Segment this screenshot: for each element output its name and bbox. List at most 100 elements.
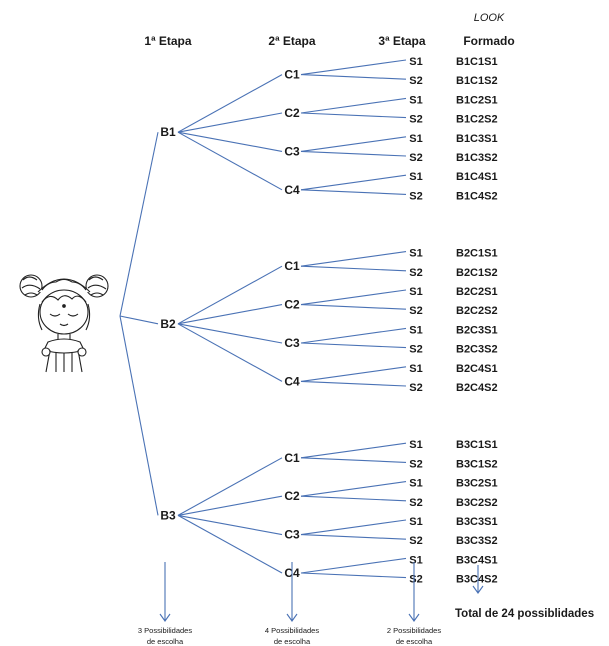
- look-header: LOOK: [474, 12, 505, 24]
- formado-header: Formado: [463, 34, 514, 48]
- girl-illustration-icon: [19, 274, 109, 373]
- tree-edges: [119, 59, 407, 579]
- edge-b3-c1: [177, 457, 283, 516]
- edge-b2-c1-s1: [300, 251, 407, 267]
- look-b1c1s1: B1C1S1: [456, 56, 498, 68]
- edge-b2-c3: [177, 323, 283, 344]
- leaf-b1-c1-s1: S1: [409, 56, 422, 68]
- stage3-down-arrow: [408, 562, 420, 622]
- edge-root-b2: [119, 315, 159, 325]
- leaf-b1-c1-s2: S2: [409, 75, 422, 87]
- node-b2: B2: [160, 317, 176, 331]
- edge-b1-c2-s2: [300, 112, 407, 119]
- total-text: Total de 24 possiblidades: [455, 608, 594, 620]
- look-b3c1s1: B3C1S1: [456, 439, 498, 451]
- stage1-caption-line2: de escolha: [147, 637, 184, 646]
- edge-b3-c2-s2: [300, 495, 407, 502]
- leaf-b3-c2-s1: S1: [409, 478, 422, 490]
- node-b1-c3: C3: [284, 144, 300, 158]
- edge-b2-c4: [177, 323, 283, 382]
- look-b3c4s1: B3C4S1: [456, 554, 498, 566]
- leaf-b2-c1-s2: S2: [409, 267, 422, 279]
- edge-b3-c3: [177, 514, 283, 536]
- look-down-arrow: [472, 565, 484, 594]
- look-b2c4s1: B2C4S1: [456, 363, 498, 375]
- leaf-b3-c1-s1: S1: [409, 439, 422, 451]
- leaf-b3-c1-s2: S2: [409, 458, 422, 470]
- leaf-b2-c3-s1: S1: [409, 324, 422, 336]
- look-b3c2s2: B3C2S2: [456, 497, 498, 509]
- edge-b1-c3-s1: [300, 136, 407, 152]
- look-b1c3s1: B1C3S1: [456, 133, 498, 145]
- node-b1-c1: C1: [284, 68, 300, 82]
- edge-b2-c1-s2: [300, 265, 407, 272]
- node-b1-c4: C4: [284, 183, 300, 197]
- edge-b1-c2-s1: [300, 97, 407, 114]
- look-b2c2s2: B2C2S2: [456, 305, 498, 317]
- leaf-b2-c4-s2: S2: [409, 382, 422, 394]
- stage1-down-arrow: [159, 562, 171, 622]
- look-b2c4s2: B2C4S2: [456, 382, 498, 394]
- edge-b3-c4-s1: [300, 557, 407, 574]
- look-b1c2s2: B1C2S2: [456, 114, 498, 126]
- edge-b3-c3-s2: [300, 534, 407, 540]
- leaf-b2-c1-s1: S1: [409, 248, 422, 260]
- leaf-b1-c4-s1: S1: [409, 171, 422, 183]
- node-b2-c3: C3: [284, 336, 300, 350]
- node-b3: B3: [160, 508, 176, 522]
- node-b2-c4: C4: [284, 374, 300, 388]
- leaf-b2-c2-s2: S2: [409, 305, 422, 317]
- look-b3c2s1: B3C2S1: [456, 478, 498, 490]
- leaf-b3-c3-s2: S2: [409, 535, 422, 547]
- edge-b1-c3: [177, 131, 283, 152]
- edge-b3-c2-s1: [300, 481, 407, 497]
- leaf-b1-c2-s1: S1: [409, 94, 422, 106]
- leaf-b1-c3-s2: S2: [409, 152, 422, 164]
- stage3-header: 3ª Etapa: [378, 34, 425, 48]
- edge-b2-c2: [177, 304, 283, 325]
- look-b2c1s1: B2C1S1: [456, 248, 498, 260]
- node-b3-c1: C1: [284, 451, 300, 465]
- edge-b2-c3-s2: [300, 342, 407, 349]
- leaf-b3-c4-s1: S1: [409, 554, 422, 566]
- edge-b2-c4-s1: [300, 366, 407, 382]
- look-b3c3s2: B3C3S2: [456, 535, 498, 547]
- edge-root-b1: [119, 132, 159, 317]
- node-b1: B1: [160, 125, 176, 139]
- look-b1c2s1: B1C2S1: [456, 94, 498, 106]
- edge-b1-c4-s2: [300, 189, 407, 195]
- node-b1-c2: C2: [284, 106, 300, 120]
- edge-b2-c1: [177, 265, 283, 325]
- leaf-b3-c2-s2: S2: [409, 497, 422, 509]
- edge-b1-c3-s2: [300, 150, 407, 157]
- edge-b3-c3-s1: [300, 519, 407, 536]
- look-b2c2s1: B2C2S1: [456, 286, 498, 298]
- stage3-caption-line2: de escolha: [396, 637, 433, 646]
- look-b3c4s2: B3C4S2: [456, 574, 498, 586]
- leaf-b2-c4-s1: S1: [409, 363, 422, 375]
- look-b2c1s2: B2C1S2: [456, 267, 498, 279]
- stage2-caption-line2: de escolha: [274, 637, 311, 646]
- node-b2-c2: C2: [284, 298, 300, 312]
- stage1-caption-line1: 3 Possibilidades: [138, 626, 192, 635]
- look-b1c4s1: B1C4S1: [456, 171, 498, 183]
- edge-b1-c4: [177, 131, 283, 191]
- edge-b1-c1: [177, 74, 283, 133]
- stage1-header: 1ª Etapa: [144, 34, 191, 48]
- stage3-caption-line1: 2 Possibilidades: [387, 626, 441, 635]
- edge-b3-c2: [177, 495, 283, 516]
- edge-root-b3: [119, 315, 159, 516]
- edge-b1-c1-s2: [300, 74, 407, 80]
- stage2-caption-line1: 4 Possibilidades: [265, 626, 319, 635]
- leaf-b2-c2-s1: S1: [409, 286, 422, 298]
- edge-b2-c2-s1: [300, 289, 407, 306]
- leaf-b3-c3-s1: S1: [409, 516, 422, 528]
- edge-b3-c4-s2: [300, 572, 407, 579]
- edge-b3-c1-s2: [300, 457, 407, 463]
- look-b2c3s2: B2C3S2: [456, 344, 498, 356]
- leaf-b3-c4-s2: S2: [409, 574, 422, 586]
- stage2-header: 2ª Etapa: [268, 34, 315, 48]
- look-b2c3s1: B2C3S1: [456, 324, 498, 336]
